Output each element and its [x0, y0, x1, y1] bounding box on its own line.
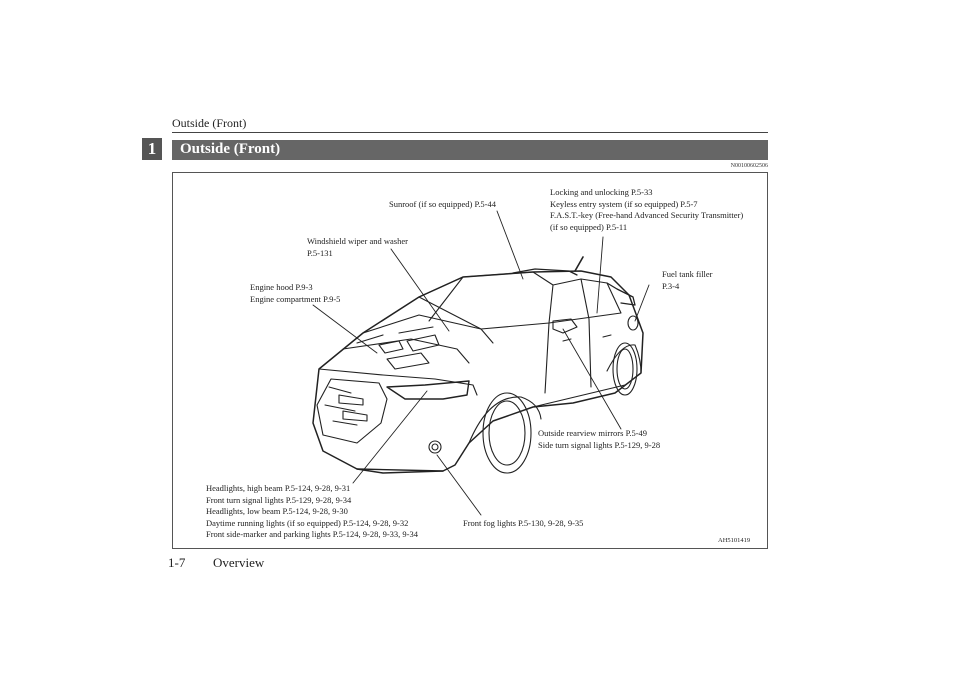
hood-callout: Engine hood P.9-3 Engine compartment P.9… — [250, 282, 341, 304]
fuel-callout: Fuel tank filler P.3-4 — [662, 269, 713, 291]
section-ref-code: N00100602506 — [730, 163, 768, 169]
page-number: 1-7 — [168, 555, 186, 570]
figure-code: AH5101419 — [718, 537, 751, 544]
car-illustration — [312, 210, 650, 516]
car-figure: Sunroof (if so equipped) P.5-44 Locking … — [172, 172, 768, 549]
section-title: Outside (Front) — [180, 141, 281, 157]
running-header-title: Outside (Front) — [172, 116, 247, 130]
header-rule — [172, 132, 768, 133]
headlights-callout: Headlights, high beam P.5-124, 9-28, 9-3… — [206, 483, 418, 539]
locking-callout: Locking and unlocking P.5-33 Keyless ent… — [550, 187, 744, 232]
footer-section-name: Overview — [213, 555, 265, 570]
wiper-callout: Windshield wiper and washer P.5-131 — [307, 236, 408, 258]
mirrors-callout: Outside rearview mirrors P.5-49 Side tur… — [538, 428, 661, 450]
chapter-tab: 1 — [142, 138, 162, 160]
fog-callout: Front fog lights P.5-130, 9-28, 9-35 — [463, 518, 584, 528]
section-title-bar — [172, 140, 768, 160]
sunroof-callout: Sunroof (if so equipped) P.5-44 — [389, 199, 496, 209]
